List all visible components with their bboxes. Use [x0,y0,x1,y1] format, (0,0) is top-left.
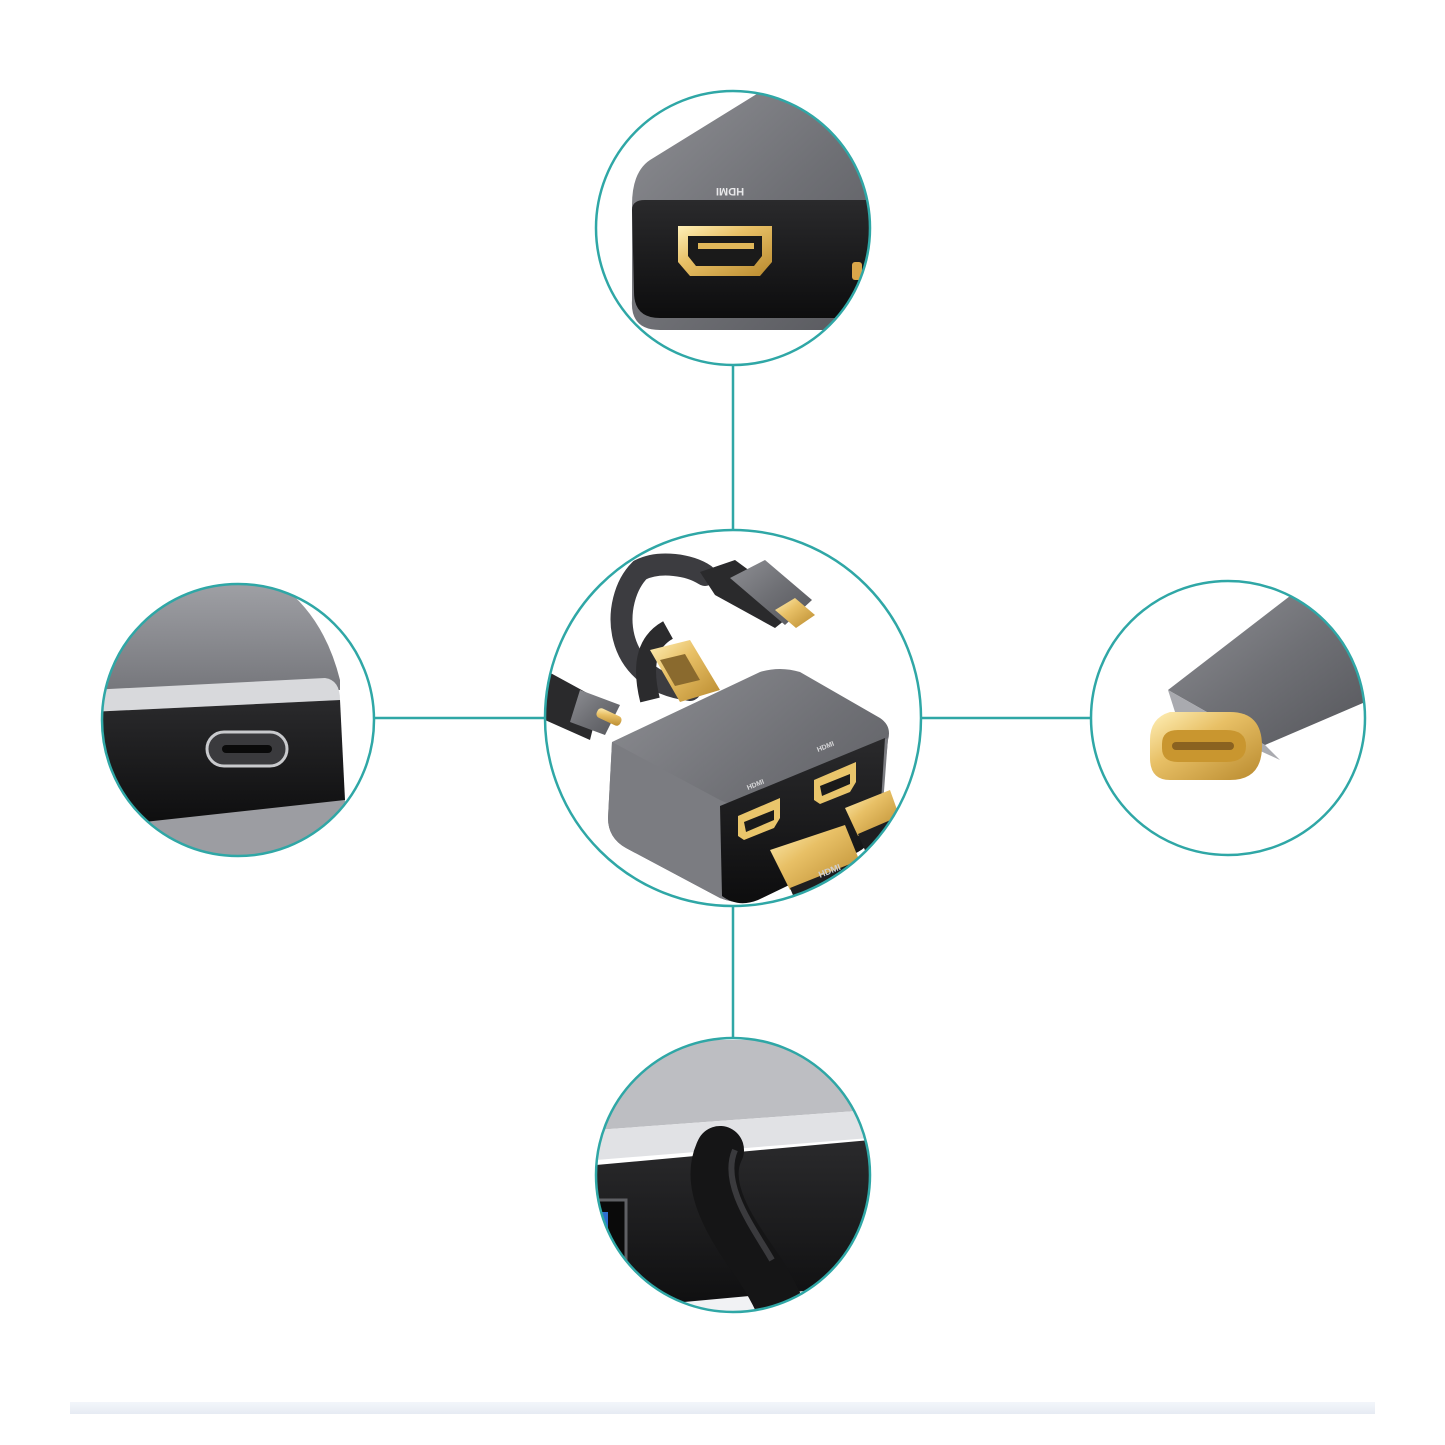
hdmi-port-icon [678,226,772,276]
hdmi-top-label: HDMI [716,185,744,197]
usb-c-plug-closeup [1089,579,1367,857]
usb-c-plug-icon [1150,712,1262,780]
usb-a-plug-icon [650,640,720,702]
usb-c-port-closeup [100,582,376,858]
adapter-main-view: HDMI HDMI HDMI [543,528,923,908]
footer-bar [70,1402,1375,1414]
usb-a-port-closeup [594,1036,872,1314]
hdmi-port-closeup: HDMI [594,89,872,367]
hdmi-right-port-icon [814,762,856,804]
hdmi-left-port-icon [738,798,780,840]
connector-lines [374,365,1091,1038]
usb-c-plug-small-icon [775,598,815,628]
usb-c-port-icon [205,730,289,768]
